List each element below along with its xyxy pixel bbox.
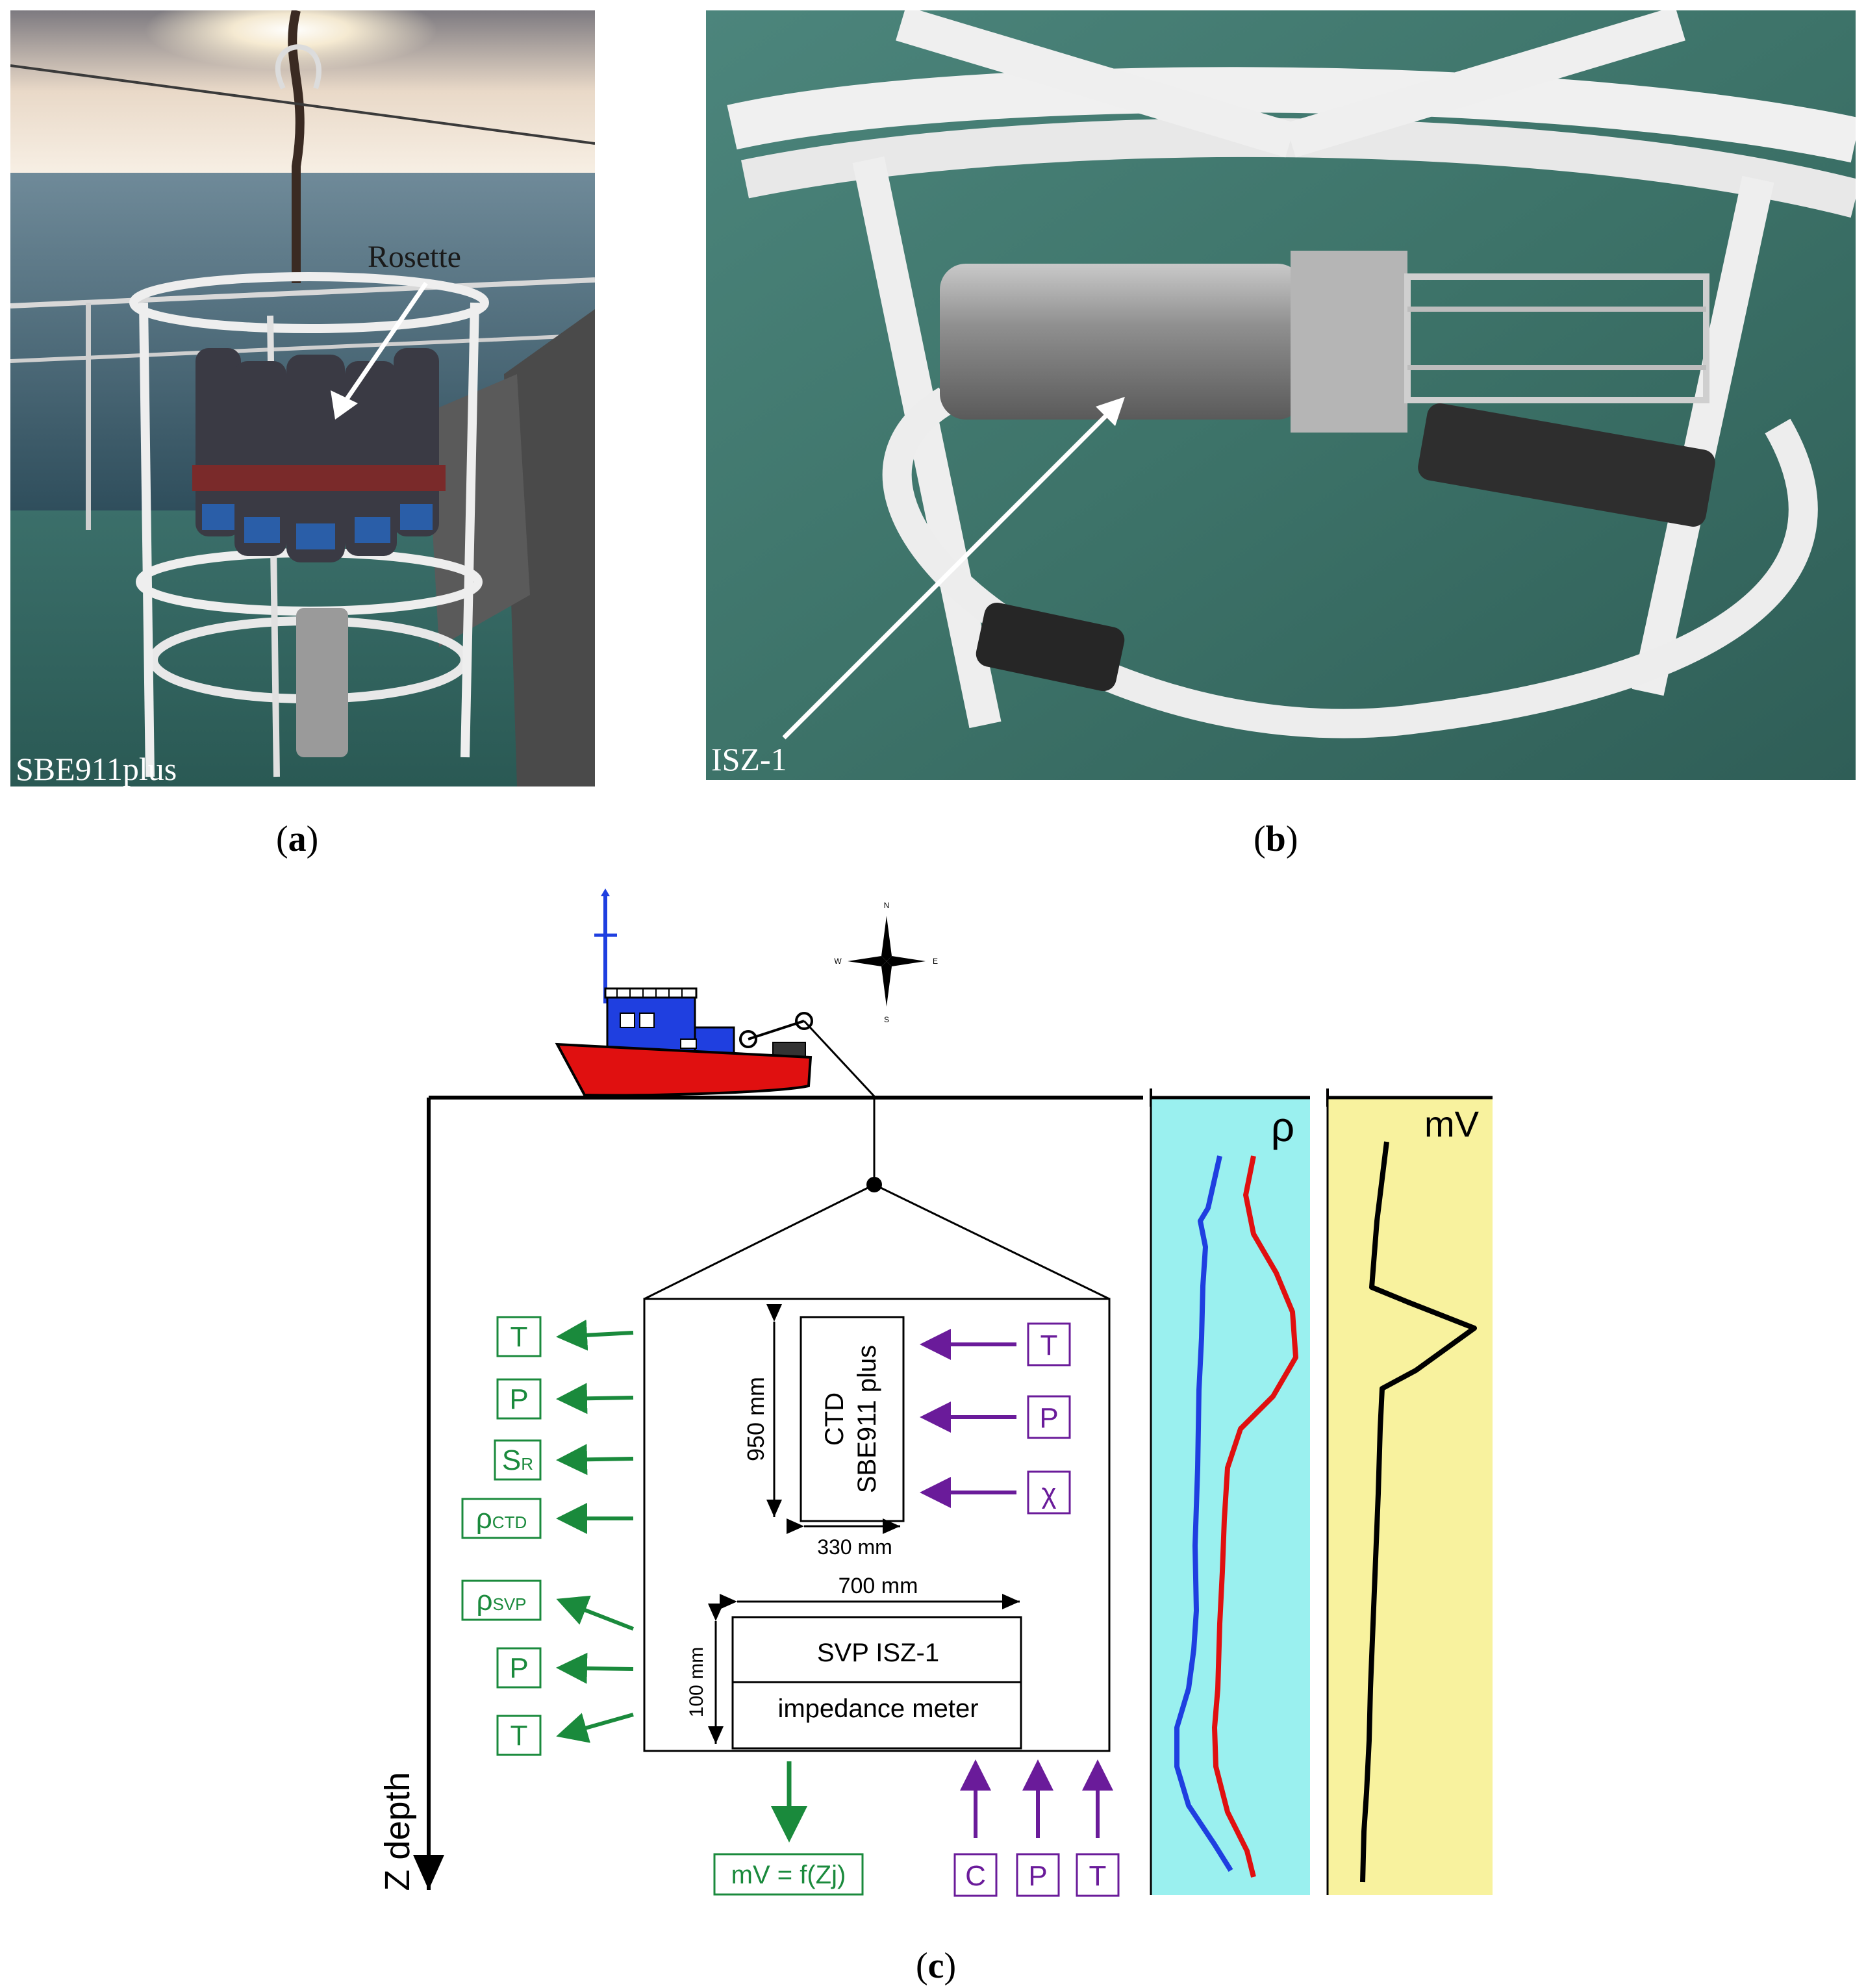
input-right-1: P	[920, 1395, 1071, 1439]
compass-icon: N S E W	[834, 901, 938, 1024]
input-right-0: T	[920, 1322, 1071, 1366]
output-subscript: CTD	[492, 1513, 527, 1532]
caption-a: (a)	[276, 819, 319, 859]
svg-text:P: P	[509, 1652, 528, 1684]
measurement-diagram: N S E W Z depth CTD SB	[378, 888, 1493, 1897]
ctd-height-dim: 950 mm	[742, 1377, 769, 1461]
svg-text:χ: χ	[1041, 1478, 1056, 1509]
compass-e: E	[933, 957, 938, 966]
compass-s: S	[884, 1015, 889, 1024]
photo-rosette: Rosette SBE911plus	[10, 10, 595, 786]
svg-text:ρSVP: ρSVP	[476, 1585, 526, 1617]
voltage-profile-line	[1360, 1141, 1477, 1883]
rosette-label: Rosette	[368, 240, 461, 274]
input-bottom-0: C	[953, 1759, 998, 1897]
input-bottom-2: T	[1076, 1759, 1120, 1897]
voltage-profile-panel	[1328, 1098, 1493, 1895]
input-list-right: T Pχ	[920, 1322, 1071, 1515]
svp-title: SVP ISZ-1	[817, 1639, 939, 1667]
caption-c: (c)	[916, 1946, 957, 1986]
svg-text:P: P	[1028, 1860, 1047, 1892]
density-profile-red	[1212, 1155, 1298, 1878]
output-symbol: ρ	[476, 1503, 492, 1535]
output-item-5: P	[496, 1647, 634, 1689]
svg-text:T: T	[1089, 1860, 1107, 1892]
svg-text:C: C	[965, 1860, 986, 1892]
sbe911plus-label: SBE911plus	[16, 751, 177, 786]
output-item-6: T	[496, 1713, 634, 1756]
voltage-output-box	[713, 1853, 864, 1896]
output-symbol: S	[502, 1444, 521, 1476]
svg-text:ρCTD: ρCTD	[476, 1503, 527, 1535]
voltage-output-label: mV = f(Zj)	[731, 1861, 846, 1889]
output-item-3: ρCTD	[461, 1498, 633, 1539]
svg-text:T: T	[1040, 1329, 1058, 1361]
svp-subtitle: impedance meter	[777, 1694, 978, 1723]
svg-text:P: P	[1039, 1402, 1058, 1434]
caption-b: (b)	[1254, 819, 1298, 859]
output-symbol: P	[509, 1652, 528, 1684]
ctd-model-label: SBE911 plus	[853, 1345, 881, 1493]
ctd-width-dim: 330 mm	[817, 1535, 892, 1559]
voltage-panel-label: mV	[1424, 1103, 1480, 1144]
output-item-4: ρSVP	[461, 1579, 635, 1631]
photo-isz1: ISZ-1	[706, 10, 1856, 780]
isz1-label: ISZ-1	[711, 741, 787, 777]
density-profile-blue	[1174, 1155, 1233, 1872]
output-symbol: ρ	[476, 1585, 492, 1617]
output-symbol: P	[509, 1383, 528, 1415]
compass-w: W	[834, 957, 842, 966]
svg-text:P: P	[509, 1383, 528, 1415]
ctd-label: CTD	[820, 1392, 849, 1446]
output-symbol: T	[511, 1321, 528, 1353]
ctd-box	[800, 1316, 905, 1522]
density-profile-panel	[1151, 1098, 1310, 1895]
output-item-1: P	[496, 1378, 634, 1420]
compass-n: N	[884, 901, 890, 910]
input-right-2: χ	[920, 1470, 1071, 1515]
output-item-2: SR	[494, 1439, 634, 1481]
output-symbol: T	[511, 1720, 528, 1752]
output-subscript: R	[521, 1454, 533, 1474]
output-item-0: T	[496, 1316, 634, 1357]
input-bottom-1: P	[1016, 1759, 1060, 1897]
density-panel-label: ρ	[1271, 1103, 1294, 1150]
svp-width-dim: 700 mm	[838, 1574, 918, 1598]
svg-text:SR: SR	[502, 1444, 533, 1476]
ship-icon	[555, 888, 876, 1182]
depth-axis-label: Z depth	[378, 1772, 417, 1891]
svp-height-dim: 100 mm	[686, 1647, 707, 1717]
svg-text:T: T	[511, 1720, 528, 1752]
svg-text:T: T	[511, 1321, 528, 1353]
output-subscript: SVP	[493, 1594, 527, 1614]
